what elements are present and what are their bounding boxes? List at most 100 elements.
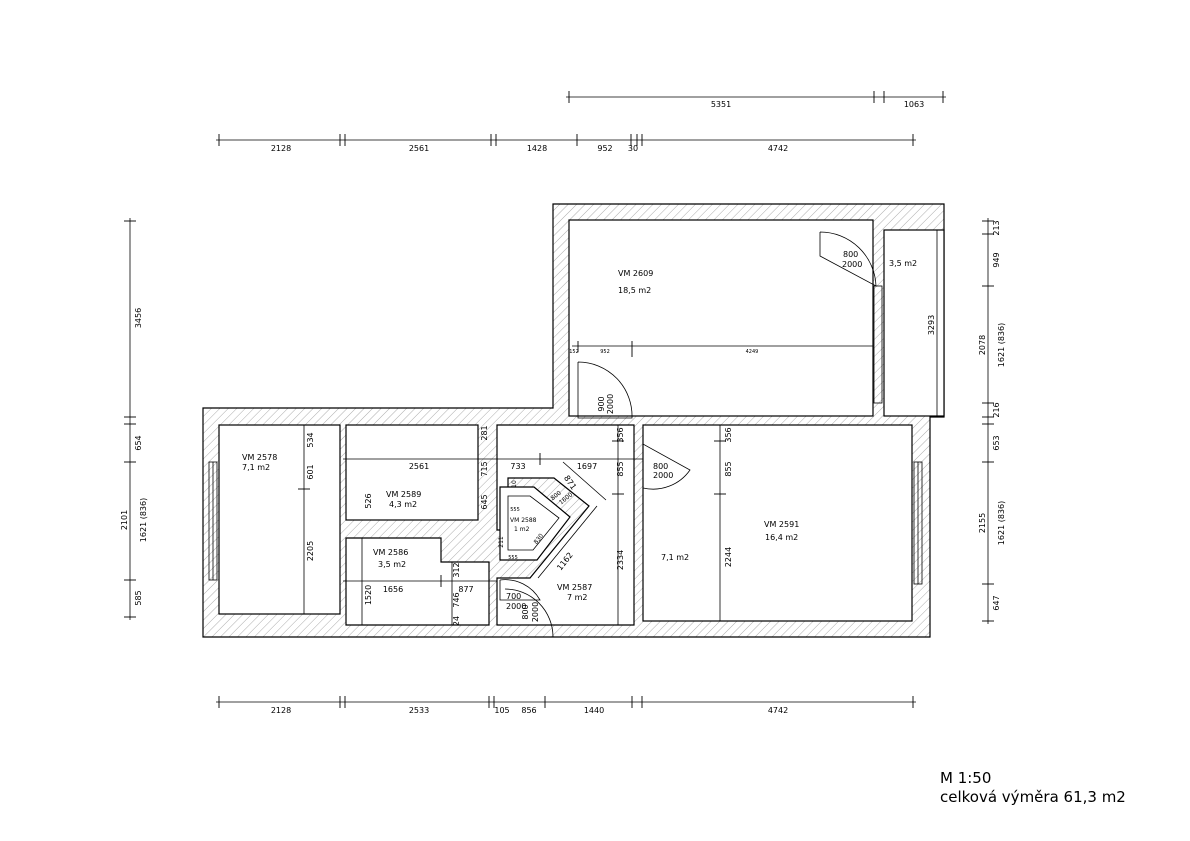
area-vm2591: 16,4 m2 <box>765 533 798 542</box>
dim-2334: 2334 <box>616 550 625 570</box>
dim-555-a: 555 <box>510 507 520 513</box>
label-vm2587: VM 2587 <box>557 583 592 592</box>
dim-855-a: 855 <box>616 461 625 476</box>
door-swing-5 <box>504 588 554 638</box>
room-vm2609 <box>568 219 874 417</box>
dim-213: 213 <box>992 220 1001 235</box>
dim-653: 653 <box>992 435 1001 450</box>
dim-2155: 2155 <box>978 513 987 533</box>
dim-356-a: 356 <box>616 427 625 442</box>
doors <box>499 231 877 638</box>
area-closet: 3,5 m2 <box>889 259 917 268</box>
door-swing-4 <box>499 579 541 601</box>
dim-312: 312 <box>452 562 461 577</box>
dim-2205: 2205 <box>306 541 315 561</box>
door-swing-2 <box>577 361 633 419</box>
dim-3456: 3456 <box>134 308 143 328</box>
label-vm2578: VM 2578 <box>242 453 277 462</box>
dim-1656: 1656 <box>383 585 403 594</box>
dim-1621-right-lower: 1621 (836) <box>997 501 1006 545</box>
door-swing-3 <box>642 443 691 490</box>
dim-856: 856 <box>521 706 536 715</box>
area-vm2589: 4,3 m2 <box>389 500 417 509</box>
area-vm2586: 3,5 m2 <box>378 560 406 569</box>
room-vm2591 <box>642 424 913 622</box>
dim-601: 601 <box>306 464 315 479</box>
dim-30: 30 <box>628 144 638 153</box>
door1-h: 2000 <box>842 260 862 269</box>
dim-211: 211 <box>498 536 505 548</box>
label-vm2588: VM 2588 <box>510 517 537 524</box>
dimension-top-lower: 2128 2561 1428 952 30 4742 <box>216 134 916 153</box>
dim-2128-top: 2128 <box>271 144 291 153</box>
dim-645: 645 <box>480 494 489 509</box>
dim-855-b: 855 <box>724 461 733 476</box>
dimension-right: 213 949 2078 216 653 2155 647 1621 (836)… <box>978 218 1006 624</box>
dim-24: 24 <box>452 616 461 626</box>
dim-3293: 3293 <box>927 315 936 335</box>
dim-1440: 1440 <box>584 706 604 715</box>
dim-1428: 1428 <box>527 144 547 153</box>
dimension-left-inner: 2101 1621 (836) <box>120 498 148 542</box>
dimension-bottom: 2128 2533 105 856 1440 4742 <box>216 696 916 715</box>
scale-label: M 1:50 <box>940 769 992 787</box>
room-labels: VM 2609 18,5 m2 3,5 m2 VM 2578 7,1 m2 VM… <box>242 259 917 602</box>
door2-w: 900 <box>597 396 606 411</box>
dim-534: 534 <box>306 432 315 447</box>
dim-281: 281 <box>480 425 489 440</box>
room-closet <box>883 229 945 417</box>
dim-4249: 4249 <box>746 349 759 355</box>
dim-2101: 2101 <box>120 510 129 530</box>
door-swing-1 <box>819 231 877 287</box>
dimension-left-outer: 3456 654 585 <box>124 218 143 620</box>
area-vm2578: 7,1 m2 <box>242 463 270 472</box>
dim-216: 216 <box>992 402 1001 417</box>
dim-4742-bottom: 4742 <box>768 706 788 715</box>
dim-952-top: 952 <box>597 144 612 153</box>
label-vm2586: VM 2586 <box>373 548 408 557</box>
label-vm2589: VM 2589 <box>386 490 421 499</box>
legend: M 1:50 celková výměra 61,3 m2 <box>940 769 1126 807</box>
door4-h: 2000 <box>506 602 526 611</box>
dim-1520: 1520 <box>364 585 373 605</box>
area-vm2588: 1 m2 <box>514 526 530 533</box>
area-hall: 7,1 m2 <box>661 553 689 562</box>
door1-w: 800 <box>843 250 858 259</box>
dim-2078: 2078 <box>978 335 987 355</box>
door5-h: 2000 <box>531 602 540 622</box>
dim-877: 877 <box>458 585 473 594</box>
dim-746: 746 <box>452 592 461 607</box>
dim-1621-right-upper: 1621 (836) <box>997 323 1006 367</box>
rooms <box>218 219 945 626</box>
dim-105: 105 <box>494 706 509 715</box>
dim-654: 654 <box>134 435 143 450</box>
dim-2244: 2244 <box>724 547 733 567</box>
room-vm2586 <box>345 537 490 626</box>
dim-1063: 1063 <box>904 100 924 109</box>
dim-952-inner: 952 <box>600 349 610 355</box>
dim-10: 10 <box>511 480 518 488</box>
dim-2561-top: 2561 <box>409 144 429 153</box>
door-labels: 800 2000 900 2000 800 2000 700 2000 800 … <box>506 250 862 622</box>
dim-715: 715 <box>480 461 489 476</box>
dim-152: 152 <box>569 349 579 355</box>
dim-647: 647 <box>992 595 1001 610</box>
dim-2561-inner: 2561 <box>409 462 429 471</box>
area-vm2609: 18,5 m2 <box>618 286 651 295</box>
dim-733: 733 <box>510 462 525 471</box>
label-vm2591: VM 2591 <box>764 520 799 529</box>
dim-4742-top: 4742 <box>768 144 788 153</box>
room-vm2578 <box>218 424 341 615</box>
dim-5351: 5351 <box>711 100 731 109</box>
door5-w: 800 <box>521 604 530 619</box>
door4-w: 700 <box>506 592 521 601</box>
dim-526: 526 <box>364 493 373 508</box>
label-vm2609: VM 2609 <box>618 269 653 278</box>
dim-356-b: 356 <box>724 427 733 442</box>
dimension-top-upper: 5351 1063 <box>566 91 946 109</box>
dim-949: 949 <box>992 252 1001 267</box>
dim-1621-left: 1621 (836) <box>139 498 148 542</box>
area-vm2587: 7 m2 <box>567 593 588 602</box>
dim-2533: 2533 <box>409 706 429 715</box>
